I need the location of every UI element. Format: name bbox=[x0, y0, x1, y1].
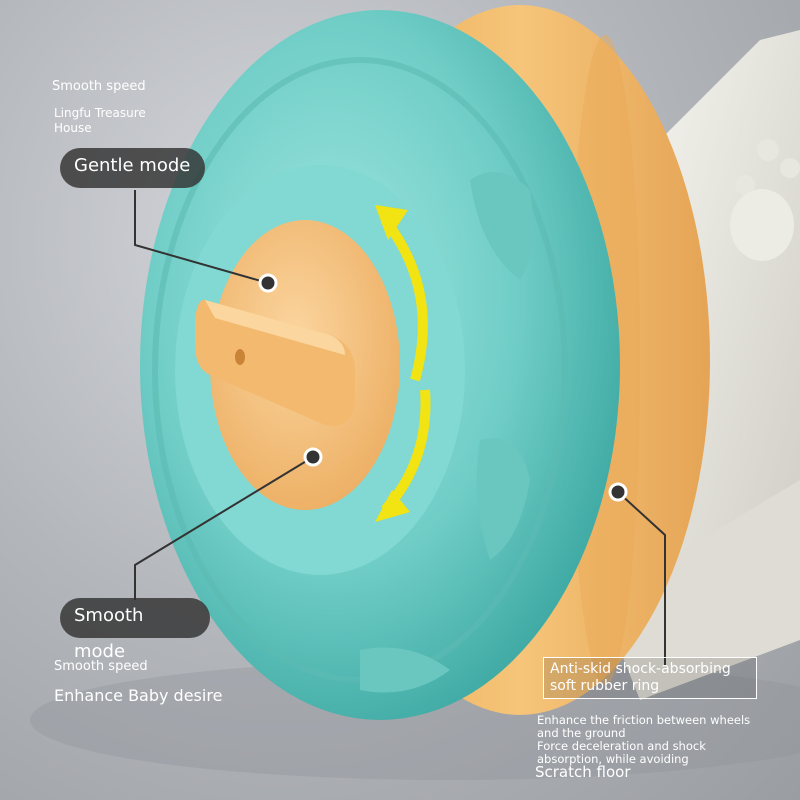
tread-bump bbox=[360, 647, 450, 693]
knob-highlight bbox=[205, 300, 345, 355]
callout-dot bbox=[608, 482, 628, 502]
paw-toe bbox=[735, 175, 755, 195]
bottom-caption-speed: Smooth speed bbox=[54, 659, 148, 674]
callout-line-gentle bbox=[134, 190, 269, 284]
callout-line-ring bbox=[617, 491, 666, 665]
arrow-head-up-icon bbox=[375, 205, 408, 240]
paw-pad bbox=[730, 189, 794, 261]
knob-hole bbox=[235, 349, 245, 365]
ring-desc-scratch: Scratch floor bbox=[535, 763, 631, 781]
rotation-arrow bbox=[381, 216, 428, 382]
callout-line-smooth bbox=[134, 456, 314, 600]
ring-desc-line-4: absorption, while avoiding bbox=[537, 752, 689, 766]
top-caption-speed: Smooth speed bbox=[52, 79, 146, 94]
top-caption-brand-2: House bbox=[54, 121, 92, 135]
gentle-mode-label: Gentle mode bbox=[60, 148, 205, 188]
ring-label-line-2: soft rubber ring bbox=[550, 678, 660, 694]
callout-dot bbox=[303, 447, 323, 467]
tread-bump bbox=[470, 172, 534, 280]
bottom-caption-desire: Enhance Baby desire bbox=[54, 686, 223, 705]
ring-desc-line-2: and the ground bbox=[537, 726, 626, 740]
ring-description: Enhance the friction between wheels and … bbox=[537, 714, 750, 766]
ring-label-line-1: Anti-skid shock-absorbing bbox=[550, 661, 731, 677]
top-caption-brand-1: Lingfu Treasure bbox=[54, 106, 146, 120]
ring-feature-label: Anti-skid shock-absorbing soft rubber ri… bbox=[543, 657, 757, 699]
ride-on-base bbox=[600, 480, 800, 700]
floor-shadow bbox=[30, 660, 800, 780]
ring-desc-line-1: Enhance the friction between wheels bbox=[537, 713, 751, 727]
arrow-head-down-icon bbox=[375, 490, 410, 522]
smooth-mode-label: Smooth mode bbox=[60, 598, 210, 662]
paw-toe bbox=[757, 139, 779, 161]
tread-bump bbox=[476, 438, 530, 560]
paw-toe bbox=[780, 158, 800, 178]
callout-dot bbox=[258, 273, 278, 293]
ring-desc-line-3: Force deceleration and shock bbox=[537, 739, 706, 753]
